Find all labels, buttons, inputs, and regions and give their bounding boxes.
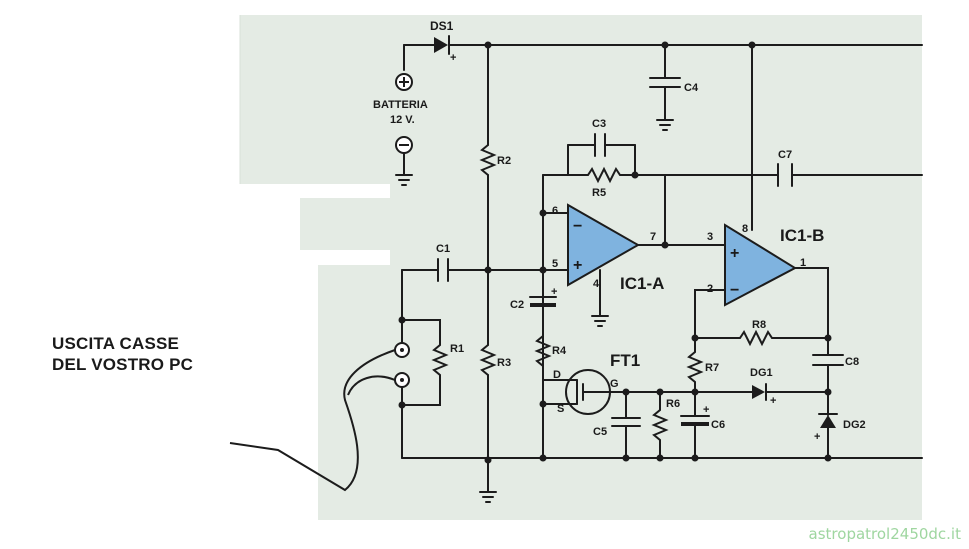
supply-rail bbox=[403, 44, 923, 71]
opamp-ic1b: + − bbox=[694, 41, 829, 356]
ground-icon bbox=[479, 491, 497, 503]
c6-label: C6 bbox=[711, 419, 725, 431]
dg2-label: DG2 bbox=[843, 419, 866, 431]
opamp-ic1a: − + bbox=[567, 174, 726, 327]
pin3-label: 3 bbox=[707, 231, 713, 243]
c4-label: C4 bbox=[684, 82, 699, 94]
capacitor-c2: + bbox=[529, 269, 557, 307]
fet-gate-label: G bbox=[610, 378, 619, 390]
pin8-label: 8 bbox=[742, 223, 748, 235]
r3-label: R3 bbox=[497, 357, 511, 369]
pin4-label: 4 bbox=[593, 278, 600, 290]
feedback-network bbox=[539, 133, 923, 459]
svg-text:+: + bbox=[573, 257, 582, 274]
input-cable bbox=[229, 349, 396, 492]
r8-label: R8 bbox=[752, 319, 766, 331]
battery-negative-terminal bbox=[395, 136, 413, 154]
pin2-label: 2 bbox=[707, 283, 713, 295]
fet-drain-label: D bbox=[553, 369, 561, 381]
battery-label: BATTERIA bbox=[373, 99, 428, 111]
svg-text:−: − bbox=[573, 218, 582, 235]
ground-icon bbox=[395, 152, 413, 186]
c7-label: C7 bbox=[778, 149, 792, 161]
pin6-label: 6 bbox=[552, 205, 558, 217]
r4-label: R4 bbox=[552, 345, 567, 357]
diode-ds1: + bbox=[434, 35, 456, 64]
ds1-label: DS1 bbox=[430, 19, 454, 33]
svg-text:−: − bbox=[730, 282, 739, 299]
watermark: astropatrol2450dc.it bbox=[808, 525, 961, 543]
r1-label: R1 bbox=[450, 343, 464, 355]
ground-rail bbox=[401, 454, 923, 462]
r5-label: R5 bbox=[592, 187, 606, 199]
caption-line-1: USCITA CASSE bbox=[52, 334, 180, 353]
svg-text:+: + bbox=[770, 395, 776, 407]
r2-label: R2 bbox=[497, 155, 511, 167]
c8-label: C8 bbox=[845, 356, 859, 368]
svg-text:+: + bbox=[814, 431, 820, 443]
pin1-label: 1 bbox=[800, 257, 806, 269]
speaker-output-caption: USCITA CASSE DEL VOSTRO PC bbox=[52, 333, 193, 375]
battery-voltage: 12 V. bbox=[390, 114, 415, 126]
fet-ft1 bbox=[539, 369, 611, 415]
resistor-r4 bbox=[534, 306, 569, 381]
dg1-label: DG1 bbox=[750, 367, 773, 379]
resistor-r7 bbox=[686, 337, 704, 393]
capacitor-c8 bbox=[812, 354, 844, 416]
svg-text:+: + bbox=[703, 404, 709, 416]
ft1-label: FT1 bbox=[610, 351, 640, 370]
battery-positive-terminal bbox=[395, 73, 413, 91]
pin5-label: 5 bbox=[552, 258, 558, 270]
svg-text:+: + bbox=[450, 52, 456, 64]
ic1b-label: IC1-B bbox=[780, 226, 824, 245]
c5-label: C5 bbox=[593, 426, 607, 438]
svg-text:+: + bbox=[730, 245, 739, 262]
resistor-r6 bbox=[651, 391, 669, 459]
caption-line-2: DEL VOSTRO PC bbox=[52, 355, 194, 374]
r7-label: R7 bbox=[705, 362, 719, 374]
diode-dg2: + bbox=[814, 413, 838, 459]
r6-label: R6 bbox=[666, 398, 680, 410]
ic1a-label: IC1-A bbox=[620, 274, 664, 293]
pin7-label: 7 bbox=[650, 231, 656, 243]
c1-label: C1 bbox=[436, 243, 450, 255]
svg-text:+: + bbox=[551, 286, 557, 298]
c2-label: C2 bbox=[510, 299, 524, 311]
c3-label: C3 bbox=[592, 118, 606, 130]
divider-bus bbox=[479, 41, 497, 493]
capacitor-c1 bbox=[401, 258, 569, 321]
capacitor-c4 bbox=[649, 41, 681, 131]
fet-source-label: S bbox=[557, 403, 564, 415]
capacitor-c6: + bbox=[680, 391, 710, 459]
capacitor-c5 bbox=[611, 388, 641, 459]
